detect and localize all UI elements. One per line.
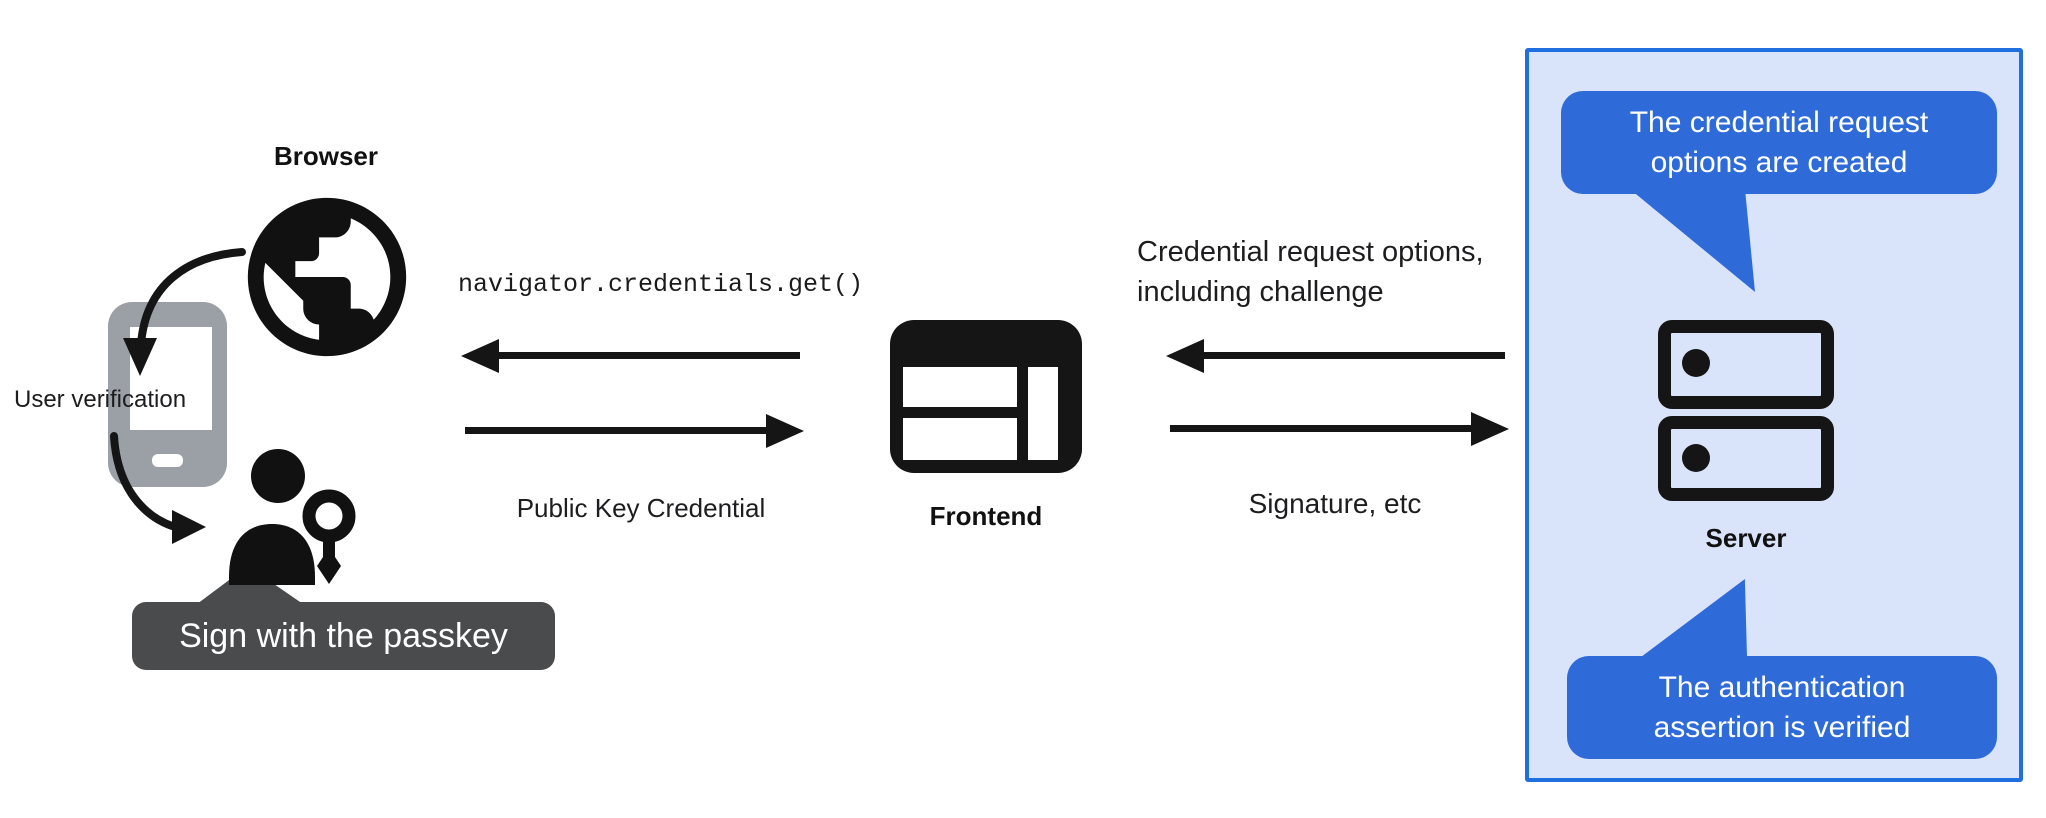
user-verification-label: User verification (14, 386, 187, 413)
server-icon-lower (1658, 416, 1834, 501)
api-call-label: navigator.credentials.get() (458, 270, 864, 299)
browser-window-row1 (903, 367, 1017, 407)
arrow-browser-to-frontend (465, 427, 768, 434)
credential-request-options-line1: Credential request options, (1137, 236, 1484, 268)
bubble-top-line1: The credential request (1629, 105, 1929, 139)
sign-with-passkey-tooltip: Sign with the passkey (132, 602, 555, 670)
arrow-frontend-to-server (1170, 425, 1473, 432)
credential-request-created-bubble: The credential request options are creat… (1561, 91, 1997, 194)
bubble-top-line2: options are created (1650, 145, 1908, 179)
assertion-verified-bubble: The authentication assertion is verified (1567, 656, 1997, 759)
bubble-bottom-tail (1641, 579, 1747, 657)
browser-window-row2 (903, 418, 1017, 460)
bubble-bottom-line1: The authentication (1658, 670, 1906, 704)
browser-window-sidebar (1028, 367, 1058, 460)
signature-label: Signature, etc (1248, 488, 1422, 519)
frontend-label: Frontend (929, 501, 1043, 531)
server-icon (1658, 320, 1834, 409)
public-key-credential-label: Public Key Credential (516, 493, 766, 523)
server-label: Server (1705, 523, 1787, 553)
browser-window-icon (890, 320, 1082, 473)
credential-request-options-label: Credential request options, including ch… (1137, 232, 1484, 312)
bubble-bottom-line2: assertion is verified (1653, 710, 1911, 744)
browser-label: Browser (240, 141, 412, 172)
credential-request-options-line2: including challenge (1137, 276, 1384, 308)
person-with-passkey-icon (229, 449, 356, 585)
smartphone-icon (108, 302, 227, 487)
server-zone: The credential request options are creat… (1525, 48, 2023, 782)
sign-with-passkey-text: Sign with the passkey (179, 616, 508, 655)
bubble-top-tail (1631, 190, 1755, 292)
arrow-frontend-to-browser (497, 352, 800, 359)
arrow-server-to-frontend (1202, 352, 1505, 359)
server-led-dot (1682, 349, 1710, 377)
server-led-dot (1682, 444, 1710, 472)
browser-label-text: Browser (273, 141, 379, 171)
user-verification-flow-arrows (110, 248, 246, 544)
globe-icon (247, 197, 407, 357)
